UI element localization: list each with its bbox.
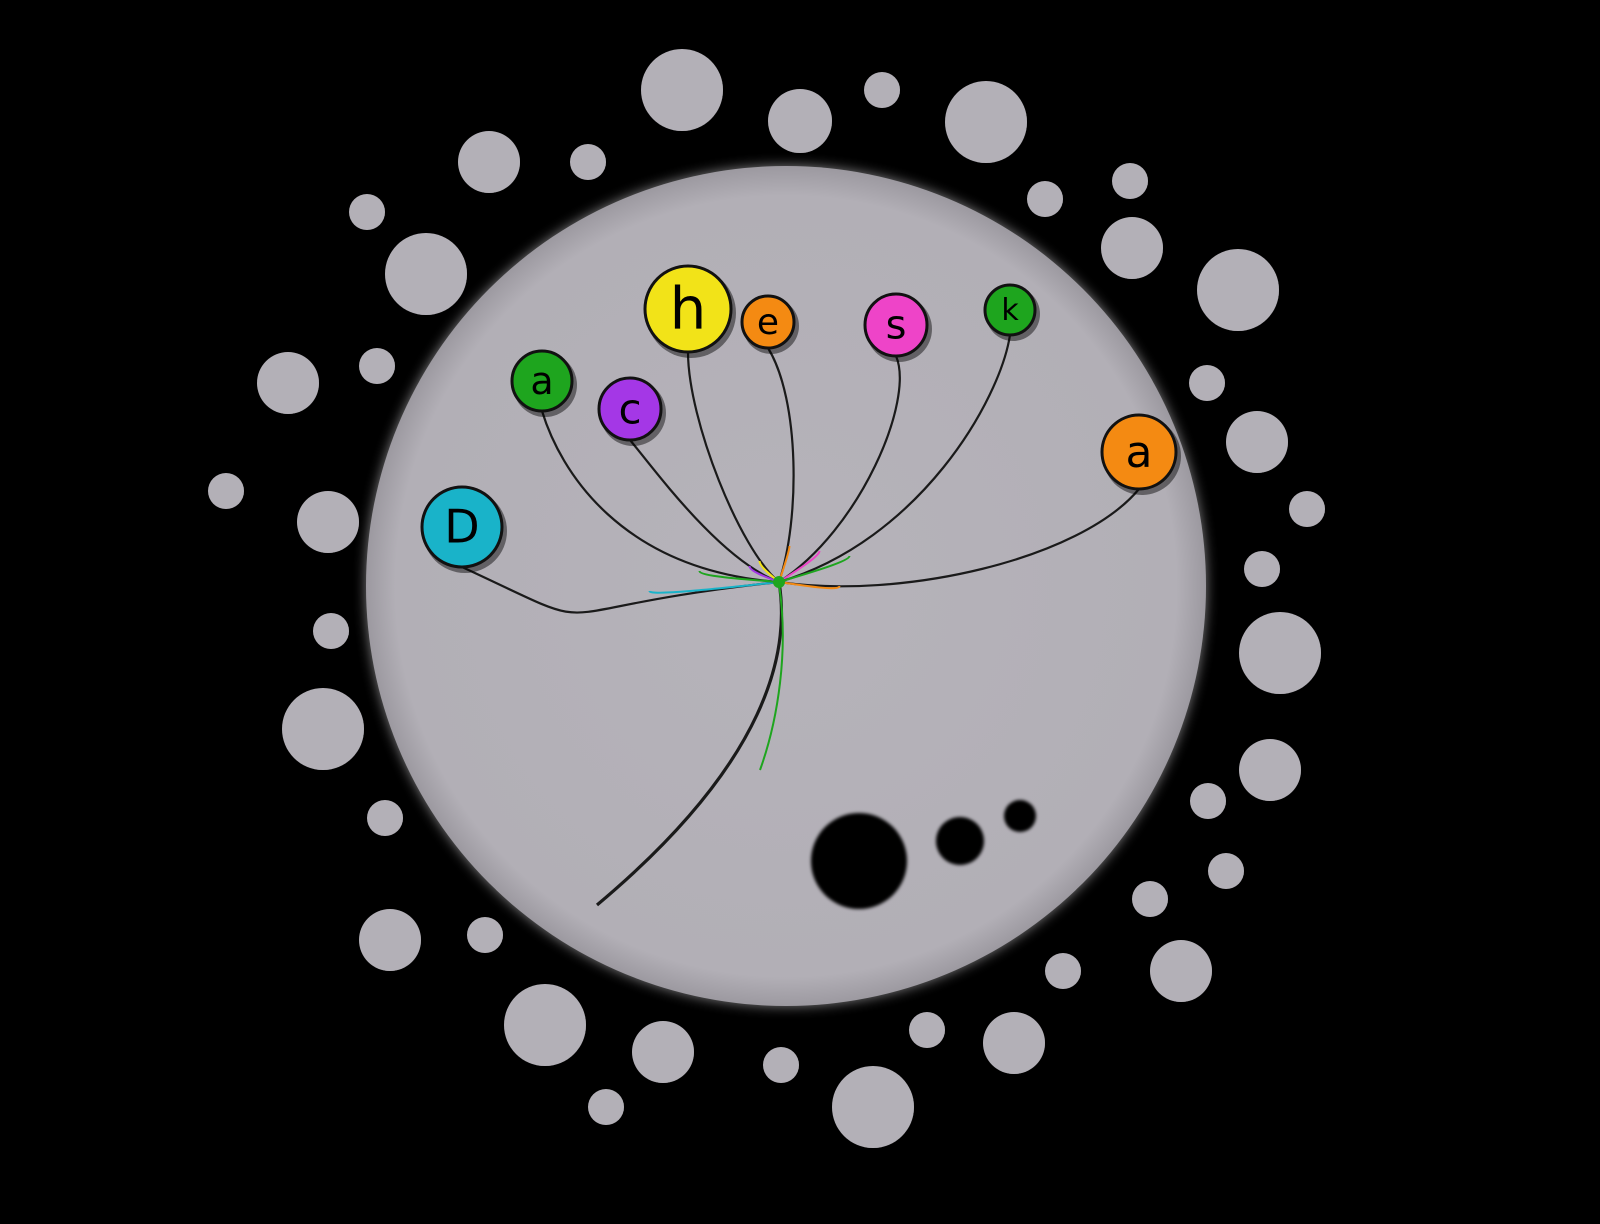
- stem-line: [686, 351, 780, 583]
- stem-color: [698, 570, 780, 583]
- letter-ball-char: h: [670, 275, 707, 343]
- stem-line: [778, 488, 1140, 588]
- stem-color: [778, 555, 851, 583]
- stem-color: [648, 581, 780, 594]
- decor-dot: [632, 1021, 694, 1083]
- decor-dot: [588, 1089, 624, 1125]
- dandelion-stems: [461, 334, 1140, 907]
- decor-dot: [313, 613, 349, 649]
- letter-ball: a: [510, 349, 577, 417]
- decor-dot: [257, 352, 319, 414]
- decor-dot: [641, 49, 723, 131]
- decor-dot: [768, 89, 832, 153]
- decor-dot: [1239, 739, 1301, 801]
- letter-ball-circle: [643, 264, 733, 354]
- decor-dot: [945, 81, 1027, 163]
- decor-dot: [282, 688, 364, 770]
- hole-small: [1004, 800, 1036, 832]
- decor-dot: [1112, 163, 1148, 199]
- stem-line: [778, 355, 901, 583]
- decor-dot: [832, 1066, 914, 1148]
- letter-ball-circle: [420, 485, 504, 569]
- stem-line: [767, 347, 795, 583]
- outer-dots: [208, 49, 1325, 1148]
- stem-line: [461, 566, 780, 614]
- decor-dot: [1132, 881, 1168, 917]
- decor-dot: [1045, 953, 1081, 989]
- main-stem-highlight: [759, 583, 784, 771]
- decor-dot: [909, 1012, 945, 1048]
- letter-ball-char: D: [444, 500, 479, 554]
- decor-dot: [458, 131, 520, 193]
- letter-ball: D: [420, 485, 507, 573]
- letter-ball-char: k: [1001, 293, 1019, 328]
- letter-ball-char: s: [886, 303, 907, 349]
- decor-dot: [504, 984, 586, 1066]
- decor-dot: [570, 144, 606, 180]
- letter-ball: e: [740, 294, 799, 354]
- letter-ball-circle: [510, 349, 574, 413]
- decor-dot: [763, 1047, 799, 1083]
- letter-ball-char: e: [757, 302, 779, 343]
- hole-medium: [936, 817, 984, 865]
- stem-hub: [773, 576, 785, 588]
- decor-dot: [1190, 783, 1226, 819]
- decor-dot: [1027, 181, 1063, 217]
- decor-dot: [359, 909, 421, 971]
- letter-ball: a: [1100, 413, 1181, 495]
- decor-dot: [367, 800, 403, 836]
- stem-color: [778, 581, 841, 590]
- decor-dot: [349, 194, 385, 230]
- decor-dot: [1239, 612, 1321, 694]
- decor-dot: [1150, 940, 1212, 1002]
- decor-dot: [1101, 217, 1163, 279]
- stem-line: [540, 410, 780, 584]
- decor-dot: [297, 491, 359, 553]
- letter-ball-char: a: [530, 359, 553, 403]
- letter-ball-circle: [740, 294, 796, 350]
- decor-dot: [467, 917, 503, 953]
- letter-ball: c: [597, 376, 666, 446]
- decor-dot: [208, 473, 244, 509]
- decor-dot: [1189, 365, 1225, 401]
- letter-ball: h: [643, 264, 736, 358]
- decor-dot: [1208, 853, 1244, 889]
- stem-line: [778, 334, 1012, 584]
- letter-ball-circle: [597, 376, 663, 442]
- decor-dot: [385, 233, 467, 315]
- letter-ball-circle: [1100, 413, 1178, 491]
- letter-ball: s: [863, 292, 932, 362]
- main-disc: [366, 166, 1206, 1006]
- decor-dot: [1197, 249, 1279, 331]
- stem-line: [629, 439, 780, 584]
- letter-ball-circle: [863, 292, 929, 358]
- letter-balls: Da ch e s k a: [420, 264, 1181, 573]
- hole-large: [811, 813, 907, 909]
- decor-dot: [864, 72, 900, 108]
- decor-dot: [983, 1012, 1045, 1074]
- disc-holes: [811, 800, 1036, 909]
- decor-dot: [359, 348, 395, 384]
- decor-dot: [1226, 411, 1288, 473]
- decor-dot: [1244, 551, 1280, 587]
- letter-ball-char: c: [618, 384, 641, 433]
- letter-ball-char: a: [1126, 427, 1153, 478]
- letter-ball: k: [983, 283, 1040, 341]
- stem-color: [778, 550, 821, 583]
- letter-ball-circle: [983, 283, 1037, 337]
- decor-dot: [1289, 491, 1325, 527]
